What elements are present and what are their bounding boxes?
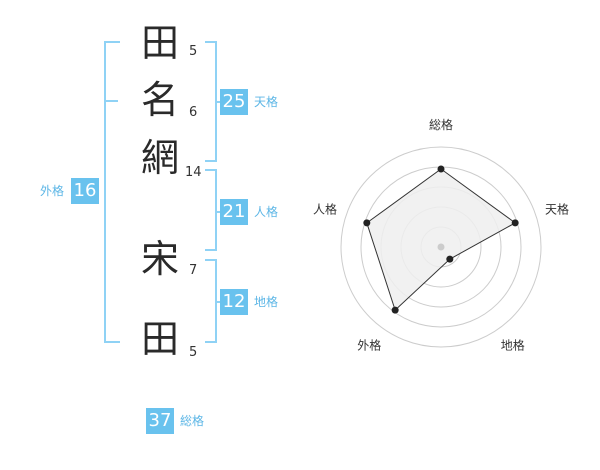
surname-char-3-strokes: 14 [185, 165, 202, 180]
gaikaku-bracket [104, 41, 120, 343]
given-char-2-strokes: 5 [189, 345, 198, 360]
gaikaku-badge: 16 [71, 178, 99, 204]
radar-axis-label-2: 天格 [545, 201, 569, 216]
radar-point-1 [437, 165, 445, 173]
chikaku-bracket-tick [215, 301, 221, 303]
radar-point-5 [363, 219, 371, 227]
radar-axis-label-3: 地格 [501, 338, 525, 353]
radar-point-3 [446, 255, 454, 263]
chikaku-badge: 12 [220, 289, 248, 315]
radar-point-2 [511, 219, 519, 227]
soukaku-badge: 37 [146, 408, 174, 434]
gaikaku-bracket-tick [104, 100, 118, 102]
radar-center-dot [437, 243, 445, 251]
given-char-1-strokes: 7 [189, 263, 198, 278]
radar-axis-label-1: 総格 [429, 117, 453, 132]
jinkaku-label: 人格 [254, 205, 279, 219]
surname-char-1-strokes: 5 [189, 44, 198, 59]
given-char-1: 宋 [140, 237, 179, 281]
jinkaku-badge: 21 [220, 199, 248, 225]
jinkaku-bracket-tick [215, 211, 221, 213]
tenkaku-bracket-tick [215, 101, 221, 103]
chikaku-label: 地格 [254, 295, 279, 309]
tenkaku-label: 天格 [254, 95, 279, 109]
radar-axis-label-5: 人格 [313, 201, 337, 216]
radar-axis-label-4: 外格 [357, 338, 381, 353]
surname-char-1: 田 [140, 21, 179, 65]
given-char-2: 田 [140, 317, 179, 361]
radar-area [366, 168, 517, 312]
radar-ring-5 [340, 146, 542, 348]
tenkaku-badge: 25 [220, 89, 248, 115]
soukaku-label: 総格 [180, 414, 205, 428]
surname-char-2-strokes: 6 [189, 105, 198, 120]
surname-char-2: 名 [140, 78, 179, 122]
jinkaku-bracket [205, 169, 217, 251]
gaikaku-label: 外格 [40, 184, 65, 198]
radar-point-4 [391, 306, 399, 314]
surname-char-3: 網 [140, 136, 179, 180]
